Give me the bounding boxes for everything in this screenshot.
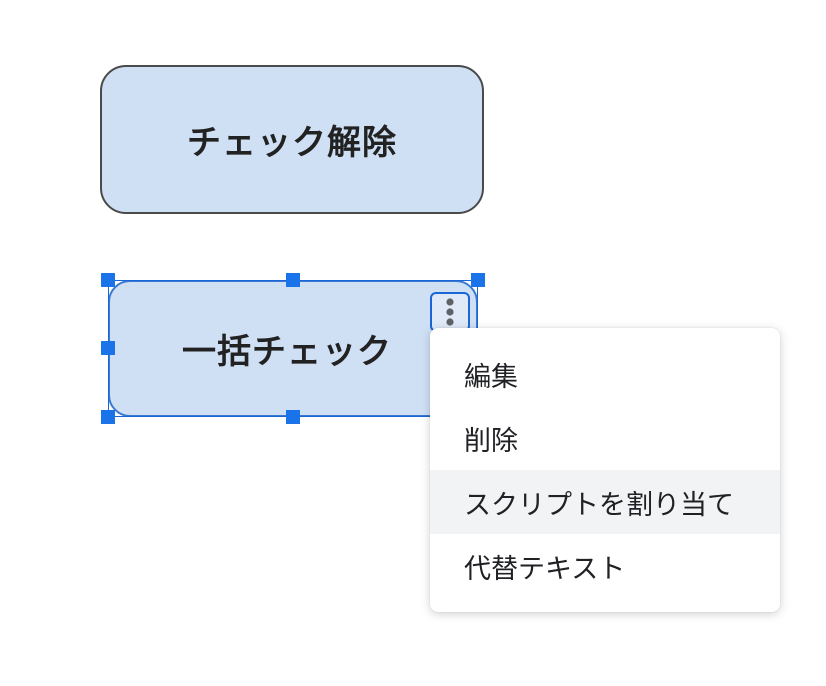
menu-item-edit[interactable]: 編集: [430, 342, 780, 406]
resize-handle-top-right[interactable]: [471, 273, 485, 287]
uncheck-button[interactable]: チェック解除: [100, 65, 484, 214]
resize-handle-top-center[interactable]: [286, 273, 300, 287]
resize-handle-bottom-center[interactable]: [286, 410, 300, 424]
more-options-button[interactable]: [430, 292, 470, 332]
check-all-button[interactable]: 一括チェック: [108, 280, 478, 417]
menu-item-alt-text[interactable]: 代替テキスト: [430, 534, 780, 598]
uncheck-button-label: チェック解除: [187, 123, 397, 163]
menu-item-label: 削除: [464, 425, 518, 457]
resize-handle-top-left[interactable]: [101, 273, 115, 287]
check-all-button-label: 一括チェック: [182, 332, 392, 372]
menu-item-label: 編集: [464, 361, 518, 393]
resize-handle-bottom-left[interactable]: [101, 410, 115, 424]
kebab-vertical-icon: [446, 298, 454, 326]
menu-item-assign-script[interactable]: スクリプトを割り当て: [430, 470, 780, 534]
menu-item-label: 代替テキスト: [464, 553, 626, 585]
menu-item-label: スクリプトを割り当て: [464, 489, 734, 521]
context-menu: 編集 削除 スクリプトを割り当て 代替テキスト: [430, 328, 780, 612]
resize-handle-middle-left[interactable]: [101, 341, 115, 355]
menu-item-delete[interactable]: 削除: [430, 406, 780, 470]
